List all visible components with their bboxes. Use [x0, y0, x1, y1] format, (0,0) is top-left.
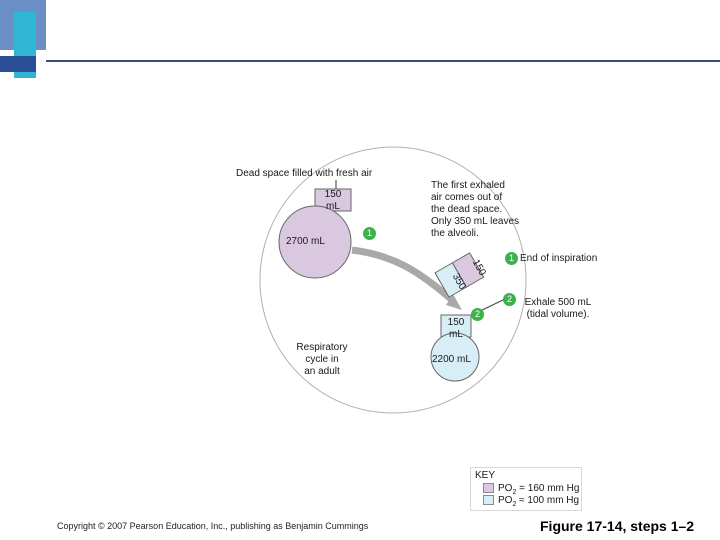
bottom-lung-volume: 2200 mL: [432, 354, 471, 365]
title-rule: [46, 60, 720, 62]
bottom-alveoli-circle: [430, 332, 480, 382]
step1-badge: 1: [363, 227, 376, 240]
copyright-text: Copyright © 2007 Pearson Education, Inc.…: [57, 521, 369, 531]
slide-title: Ventilation: [56, 37, 195, 70]
top-lung-volume: 2700 mL: [286, 236, 325, 247]
transition-arrow-head: [446, 294, 462, 310]
cycle-label: Respiratory cycle in an adult: [296, 342, 348, 377]
transition-arrow: [351, 246, 455, 303]
step2-badge: 2: [471, 308, 484, 321]
key-item-high: PO2 = 160 mm Hg: [483, 483, 579, 499]
top-alveoli-circle: [278, 205, 352, 279]
legend-step1-text: End of inspiration: [520, 253, 598, 264]
key-swatch-high: [483, 483, 494, 494]
top-dead-space-label: 150 mL: [324, 189, 342, 212]
tilted-dead-space: [434, 252, 485, 298]
legend-step2-text: Exhale 500 mL (tidal volume).: [524, 297, 592, 320]
header-label: Dead space filled with fresh air: [236, 168, 373, 179]
bottom-dead-space-label: 150 mL: [447, 317, 465, 340]
step1-note: The first exhaled air comes out of the d…: [431, 180, 520, 239]
key-swatch-low: [483, 495, 494, 506]
legend-step1-badge: 1: [505, 252, 518, 265]
cycle-circle: [259, 146, 527, 414]
figure-label: Figure 17-14, steps 1–2: [540, 518, 695, 534]
key-legend: KEY PO2 = 160 mm Hg PO2 ≈ 100 mm Hg: [470, 467, 582, 511]
legend-step2-badge: 2: [503, 293, 516, 306]
key-item-low: PO2 ≈ 100 mm Hg: [483, 495, 579, 511]
header-accent-base: [0, 56, 36, 72]
key-title: KEY: [475, 470, 496, 481]
